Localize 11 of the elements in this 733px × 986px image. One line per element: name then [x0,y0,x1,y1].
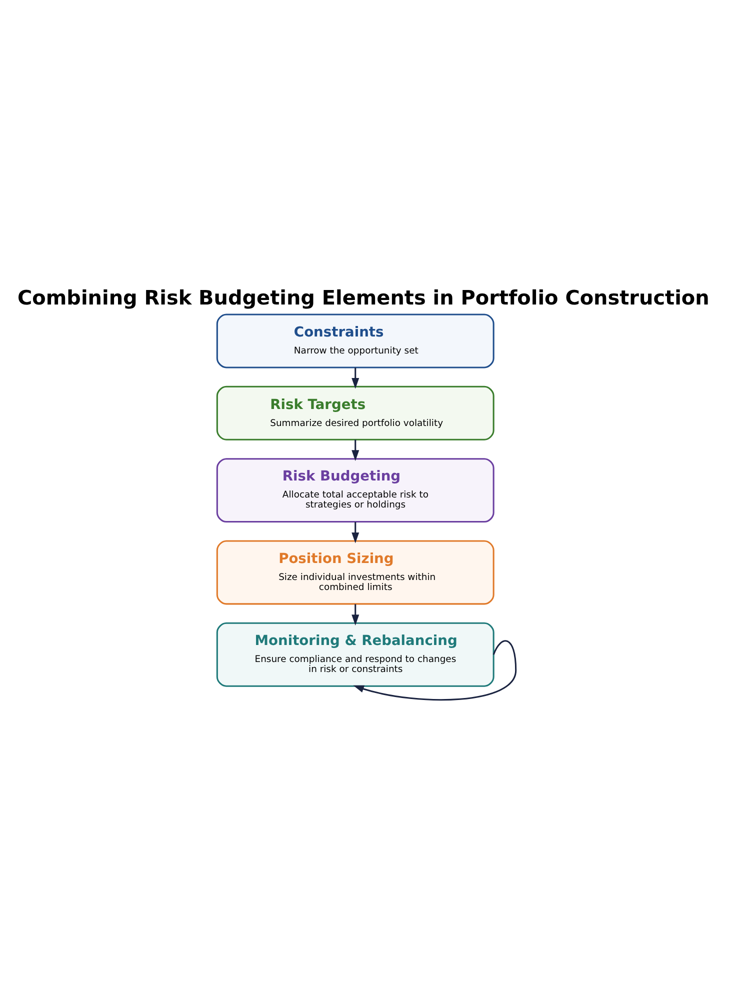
node-box: Constraints Narrow the opportunity set [216,314,494,368]
arrow [352,368,360,389]
arrow [352,522,360,544]
diagram-title: Combining Risk Budgeting Elements in Portfolio Construction [18,285,710,310]
node-box: Risk Budgeting Allocate total acceptable risk to strategies or holdings [216,458,494,523]
node-box: Position Sizing Size individual investments within combined limits [216,540,494,605]
arrow [353,640,517,701]
node-box: Monitoring & Rebalancing Ensure compliance and respond to changes in risk or constraints [216,622,494,687]
arrow [352,440,360,461]
node-box: Risk Targets Summarize desired portfolio volatility [216,386,494,440]
arrow [352,604,360,626]
